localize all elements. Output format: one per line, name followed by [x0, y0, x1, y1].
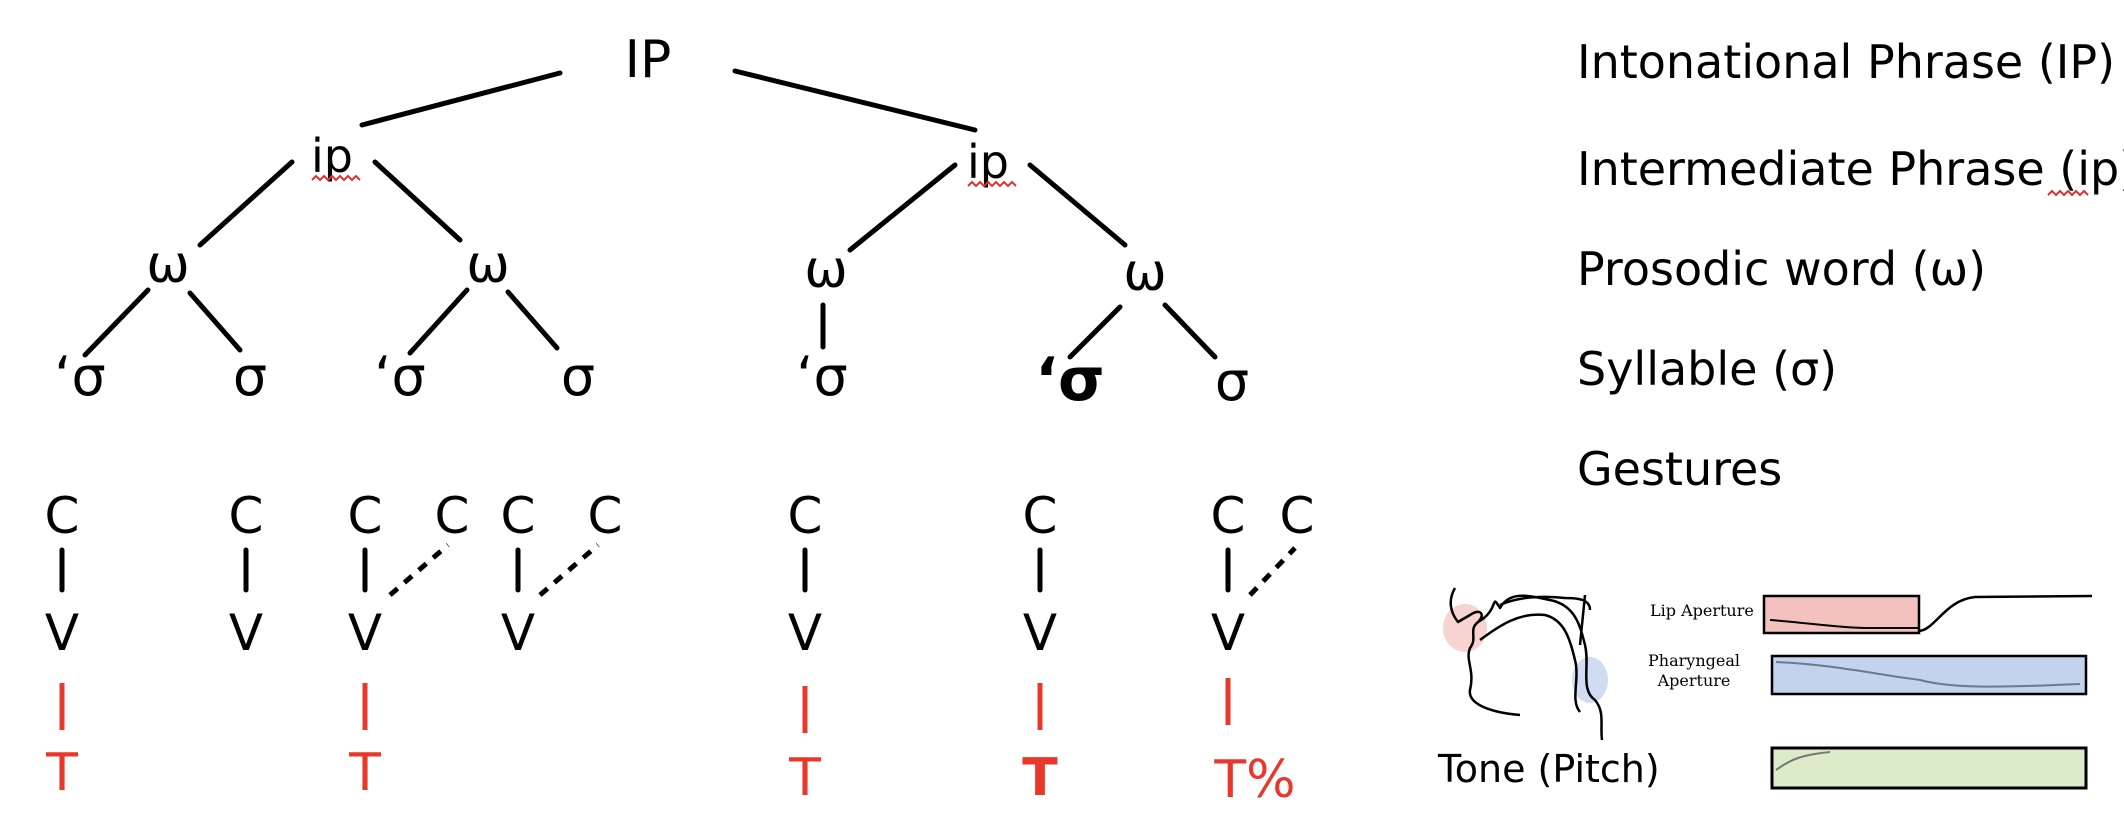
- branch-w1-s1: [82, 287, 151, 358]
- branch-w4-s7: [1162, 302, 1218, 360]
- lip-aperture-label: Lip Aperture: [1650, 601, 1754, 620]
- branch-w1-s2: [187, 290, 243, 353]
- pharyngeal-label-line2: Aperture: [1657, 671, 1731, 690]
- word-node-4: ω: [1123, 243, 1167, 303]
- branch-ip1-w2: [372, 159, 463, 243]
- vowel-2: V: [229, 604, 263, 662]
- tone-pitch-box: [1770, 746, 2088, 790]
- branch-ip-left: [359, 70, 563, 128]
- tone-4-bold: T: [1022, 748, 1058, 808]
- vowel-3: V: [348, 604, 382, 662]
- word-node-3: ω: [804, 240, 848, 300]
- legend-intonational-phrase: Intonational Phrase (IP): [1577, 35, 2115, 89]
- legend-gestures: Gestures: [1577, 442, 1782, 496]
- branch-ip2-w4: [1027, 162, 1128, 248]
- vowel-6: V: [1023, 604, 1057, 662]
- consonant-8: C: [1023, 487, 1058, 545]
- consonant-6: C: [588, 487, 623, 545]
- consonant-10: C: [1280, 487, 1315, 545]
- tone-pitch-label: Tone (Pitch): [1437, 747, 1660, 791]
- hierarchy-legend: Intonational Phrase (IP) Intermediate Ph…: [1577, 35, 2124, 496]
- ip-node-right: ip: [967, 135, 1009, 189]
- tree-labels: IP ip ip ω ω ω ω ‘σ σ ‘σ σ ‘σ ‘σ σ: [54, 30, 1249, 415]
- vowel-5: V: [788, 604, 822, 662]
- segment-links: [59, 547, 1231, 593]
- syllable-4: σ: [561, 345, 595, 408]
- vowel-1: V: [45, 604, 79, 662]
- pharyngeal-aperture-trace: [1775, 661, 2081, 688]
- tone-labels: T T T T T%: [45, 743, 1295, 810]
- syllable-5: ‘σ: [796, 345, 847, 408]
- consonant-4: C: [435, 487, 470, 545]
- branch-w2-s3: [407, 287, 470, 356]
- syllable-7: σ: [1215, 350, 1249, 413]
- vocal-tract-outline: [1449, 587, 1604, 741]
- legend-intermediate-phrase: Intermediate Phrase (ip): [1577, 142, 2124, 196]
- vowel-7: V: [1211, 604, 1245, 662]
- vocal-tract-illustration: [1443, 587, 1608, 741]
- tone-1: T: [45, 743, 78, 803]
- legend-prosodic-word: Prosodic word (ω): [1577, 242, 1986, 296]
- consonant-3: C: [348, 487, 383, 545]
- legend-syllable: Syllable (σ): [1577, 342, 1837, 396]
- gesture-timeline: Lip Aperture Pharyngeal Aperture Tone (P…: [1437, 594, 2093, 791]
- consonant-2: C: [229, 487, 264, 545]
- spellcheck-squiggles: [311, 174, 2089, 197]
- tone-3: T: [788, 748, 821, 808]
- branch-ip-right: [732, 68, 978, 133]
- tone-2: T: [348, 743, 381, 803]
- pharynx-highlight: [1572, 657, 1608, 703]
- prosodic-tree: [82, 68, 1218, 360]
- ip-root-label: IP: [625, 30, 672, 90]
- branch-w4-s6: [1067, 304, 1123, 360]
- tone-5-boundary: T%: [1213, 750, 1295, 810]
- syllable-6-bold: ‘σ: [1035, 345, 1105, 415]
- coda-dashed-links: [388, 543, 1297, 597]
- syllable-2: σ: [233, 345, 267, 408]
- pharyngeal-aperture-box: [1770, 654, 2088, 696]
- lip-aperture-continuation: [1918, 594, 2093, 633]
- consonant-7: C: [788, 487, 823, 545]
- branch-ip1-w1: [197, 159, 295, 248]
- word-node-2: ω: [466, 235, 510, 295]
- consonant-1: C: [45, 487, 80, 545]
- branch-w2-s4: [505, 289, 560, 351]
- tone-pitch-trace: [1775, 751, 1831, 771]
- branch-ip2-w3: [847, 162, 958, 253]
- syllable-1: ‘σ: [54, 345, 105, 408]
- vowel-4: V: [501, 604, 535, 662]
- consonant-9: C: [1211, 487, 1246, 545]
- pharyngeal-label-line1: Pharyngeal: [1648, 651, 1740, 670]
- ip-node-left: ip: [311, 129, 353, 183]
- tone-links: [59, 678, 1231, 733]
- syllable-3: ‘σ: [374, 345, 425, 408]
- word-node-1: ω: [146, 235, 190, 295]
- consonant-5: C: [501, 487, 536, 545]
- segment-labels: C C C C C C C C C C V V V V V V V: [45, 487, 1315, 662]
- lip-aperture-trace: [1769, 619, 1918, 629]
